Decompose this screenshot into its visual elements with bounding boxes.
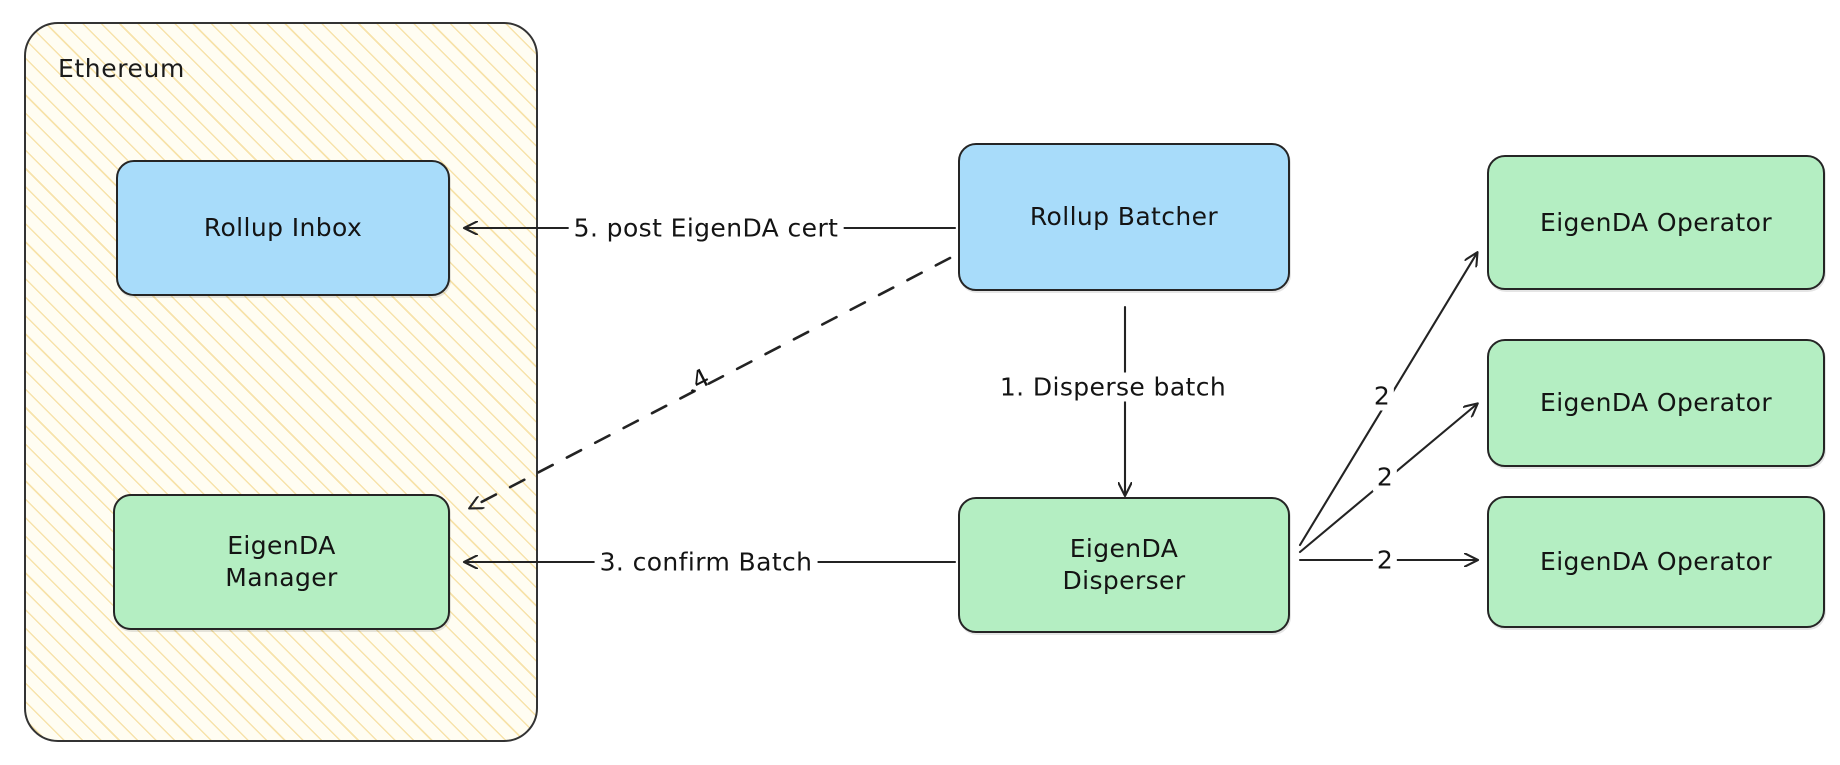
edge-label-2-operator-2: 2: [1372, 462, 1398, 492]
cluster-ethereum: [24, 22, 538, 742]
cluster-ethereum-label: Ethereum: [58, 54, 185, 83]
edge-label-4: .4: [679, 362, 715, 400]
node-rollup-batcher[interactable]: Rollup Batcher: [958, 143, 1290, 291]
edge-label-disperse-batch: 1. Disperse batch: [994, 372, 1232, 402]
edge-label-2-operator-3: 2: [1372, 545, 1398, 575]
edge-label-confirm-batch: 3. confirm Batch: [594, 547, 818, 577]
node-eigenda-manager[interactable]: EigenDA Manager: [113, 494, 450, 630]
edge-label-post-eigenda-cert: 5. post EigenDA cert: [568, 213, 844, 243]
node-eigenda-operator-2[interactable]: EigenDA Operator: [1487, 339, 1825, 467]
edge-label-2-operator-1: 2: [1369, 381, 1395, 411]
node-rollup-inbox[interactable]: Rollup Inbox: [116, 160, 450, 296]
node-eigenda-operator-1[interactable]: EigenDA Operator: [1487, 155, 1825, 290]
node-eigenda-operator-3[interactable]: EigenDA Operator: [1487, 496, 1825, 628]
node-eigenda-disperser[interactable]: EigenDA Disperser: [958, 497, 1290, 633]
